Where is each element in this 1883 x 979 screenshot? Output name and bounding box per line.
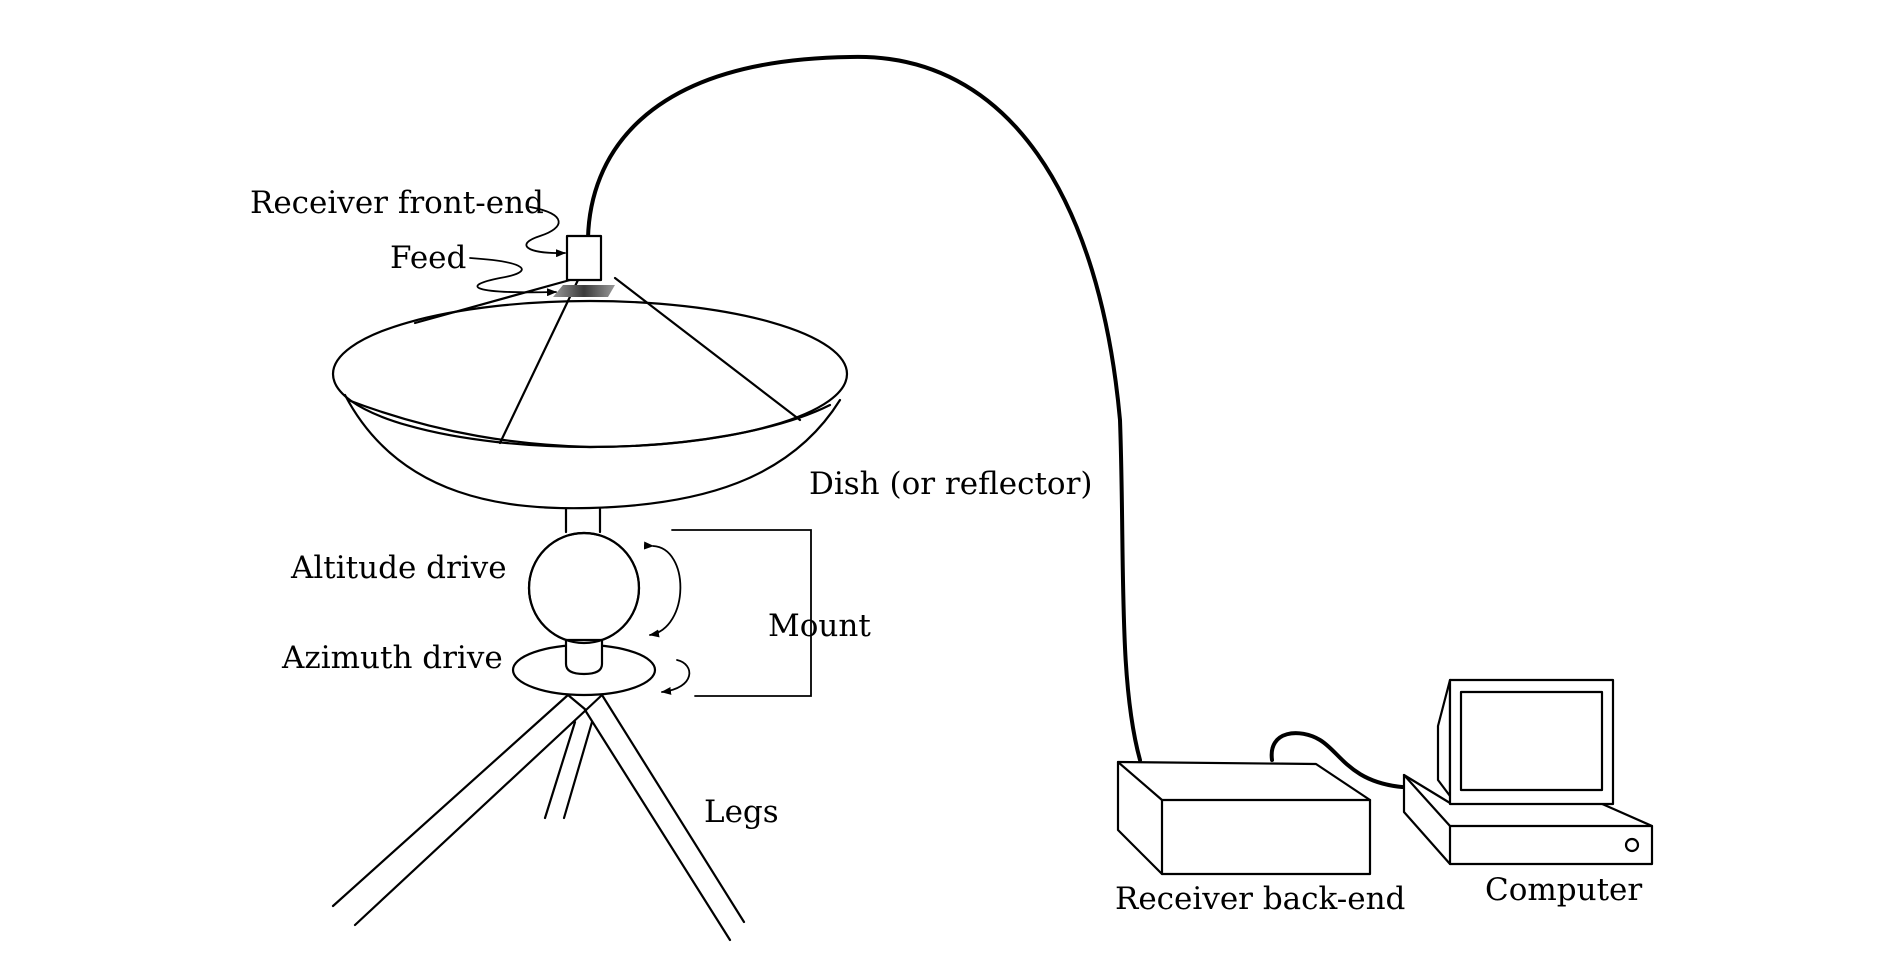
label-altitude-drive: Altitude drive — [290, 550, 507, 586]
signal-cable — [586, 54, 1142, 762]
label-legs: Legs — [704, 794, 779, 830]
label-feed: Feed — [390, 240, 466, 276]
dish-neck — [564, 507, 602, 534]
dish-reflector — [331, 299, 849, 510]
label-dish: Dish (or reflector) — [809, 466, 1093, 502]
receiver-front-end-box — [565, 234, 603, 282]
receiver-back-end-box — [1116, 760, 1372, 876]
mount-bracket — [671, 529, 812, 697]
altitude-rotation-arrow — [643, 541, 682, 638]
tripod-legs — [331, 693, 746, 942]
azimuth-rotation-arrow — [661, 659, 691, 695]
label-receiver-back-end: Receiver back-end — [1115, 881, 1405, 917]
front-end-pointer-arrow — [525, 206, 566, 258]
mount-shaft — [564, 638, 604, 676]
computer-icon — [1402, 678, 1654, 866]
label-azimuth-drive: Azimuth drive — [281, 640, 503, 676]
label-receiver-front-end: Receiver front-end — [250, 185, 544, 221]
label-mount: Mount — [768, 608, 871, 644]
computer-cable — [1269, 731, 1404, 789]
feed-pointer-arrow — [469, 257, 557, 297]
feed-horn — [553, 285, 615, 297]
label-computer: Computer — [1485, 872, 1642, 908]
support-struts — [413, 276, 802, 445]
